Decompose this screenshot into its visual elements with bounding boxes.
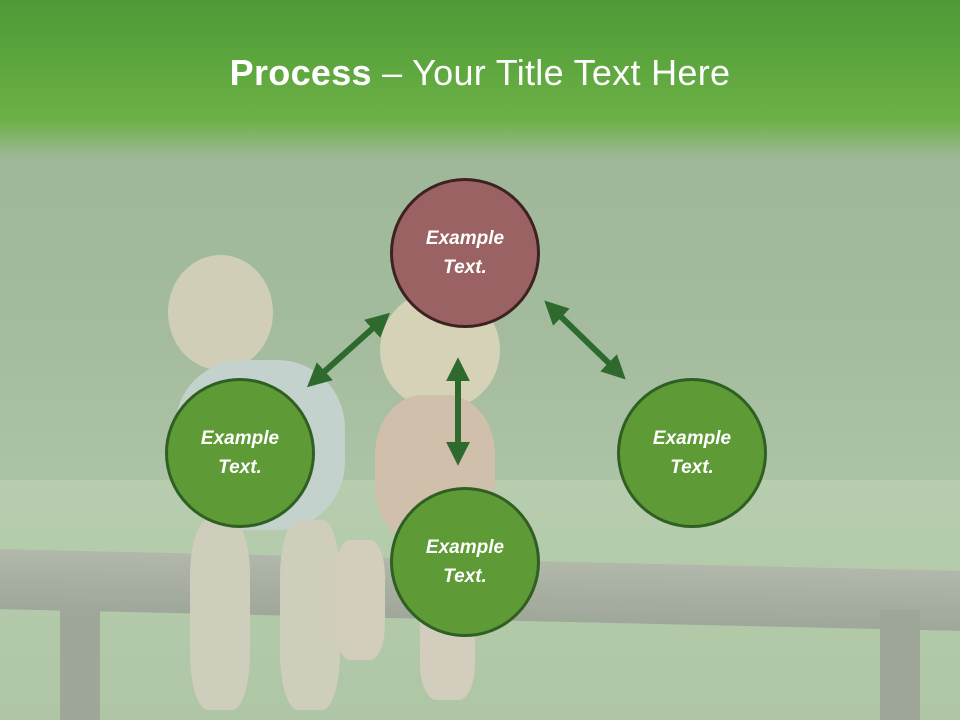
node-label-line1: Example: [200, 428, 280, 449]
node-label-line2: Text.: [670, 457, 714, 478]
process-node-top[interactable]: Example Text.: [390, 178, 540, 328]
boy-leg: [280, 520, 340, 710]
node-label-line2: Text.: [218, 457, 262, 478]
girl-leg: [335, 540, 385, 660]
process-node-left[interactable]: Example Text.: [165, 378, 315, 528]
boy-leg: [190, 520, 250, 710]
slide-title[interactable]: Process – Your Title Text Here: [0, 52, 960, 94]
node-label-line1: Example: [425, 537, 505, 558]
title-band: [0, 0, 960, 160]
node-label-line1: Example: [652, 428, 732, 449]
node-label-line2: Text.: [443, 257, 487, 278]
bench-leg: [880, 610, 920, 720]
process-node-right[interactable]: Example Text.: [617, 378, 767, 528]
process-node-bottom[interactable]: Example Text.: [390, 487, 540, 637]
arrow-top-left: [306, 312, 391, 388]
title-bold: Process: [229, 52, 372, 93]
node-label-line1: Example: [425, 228, 505, 249]
title-rest: – Your Title Text Here: [371, 52, 731, 93]
arrow-top-right: [544, 300, 626, 380]
boy-head: [168, 255, 273, 370]
node-label-line2: Text.: [443, 566, 487, 587]
bench-leg: [60, 610, 100, 720]
